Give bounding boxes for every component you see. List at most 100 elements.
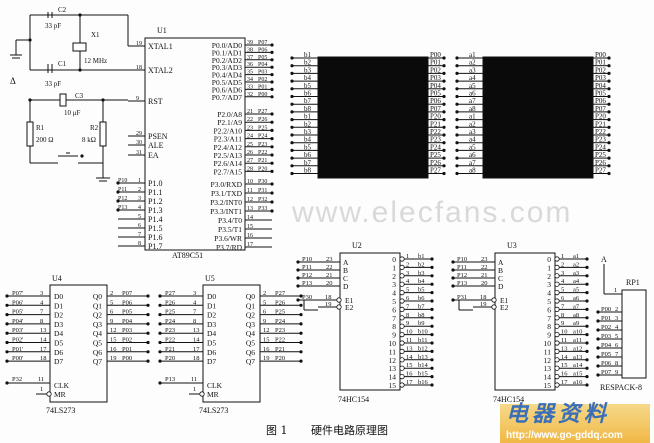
- pin-number: 14: [193, 337, 200, 344]
- r1-value: 200 Ω: [36, 136, 53, 144]
- pin-name: 2: [392, 272, 396, 281]
- logo-text: 电器资料: [506, 402, 611, 427]
- junction-dot: [296, 268, 300, 272]
- net-label: P13: [165, 376, 175, 383]
- junction-dot: [607, 141, 611, 145]
- junction-dot: [607, 164, 611, 168]
- junction-dot: [270, 65, 274, 69]
- junction-dot: [5, 331, 9, 335]
- watermark-diagonal: www.elecfans.com: [292, 196, 573, 229]
- pin-number: 4: [40, 299, 44, 306]
- column-label: P05: [430, 90, 441, 98]
- row-label: b8: [304, 167, 312, 175]
- junction-dot: [607, 79, 611, 83]
- pin-number: 25: [247, 142, 253, 148]
- pin-name: P0.1/AD1: [212, 48, 242, 57]
- pin-name: P3.2/INT0: [210, 198, 242, 207]
- junction-dot: [607, 110, 611, 114]
- column-label: P21: [595, 120, 606, 128]
- pin-name: D2: [207, 311, 216, 320]
- pin-number: 2: [138, 187, 141, 193]
- pin-number: 19: [263, 355, 270, 362]
- pin-name: 1: [392, 263, 396, 272]
- junction-dot: [270, 145, 274, 149]
- row-label: a7: [469, 97, 476, 105]
- watermark-logo: 电器资料 http://www.go-gddq.com: [500, 402, 650, 443]
- pin-name: B: [343, 266, 348, 275]
- junction-dot: [585, 265, 589, 269]
- net-label: P25: [165, 309, 175, 316]
- net-label: b11: [418, 337, 428, 344]
- net-label: P03': [12, 327, 23, 334]
- net-label: P10: [457, 256, 467, 263]
- pin-name: P2.6/A14: [213, 159, 242, 168]
- inversion-bubble: [554, 331, 560, 338]
- pin-number: 22: [247, 117, 253, 123]
- junction-dot: [299, 359, 303, 363]
- junction-dot: [290, 156, 294, 160]
- junction-dot: [607, 56, 611, 60]
- pin-name: P1.7: [148, 242, 162, 251]
- pin-name: 9: [392, 331, 396, 340]
- row-label: a2: [469, 120, 476, 128]
- junction-dot: [585, 341, 589, 345]
- junction-dot: [290, 94, 294, 99]
- junction-dot: [455, 118, 459, 122]
- net-label: a11: [573, 337, 582, 344]
- junction-dot: [430, 291, 434, 295]
- pin-name: 8: [547, 322, 551, 331]
- pin-number: 36: [247, 62, 253, 68]
- junction-dot: [28, 38, 32, 42]
- net-label: b4: [418, 278, 425, 285]
- pin-number: 18: [40, 355, 47, 362]
- column-label: P01: [430, 59, 441, 67]
- net-label: P04: [601, 342, 612, 349]
- row-label: a3: [469, 66, 476, 74]
- figure-number: 图 1: [266, 424, 288, 437]
- pin-number: 7: [406, 303, 410, 310]
- junction-dot: [451, 284, 455, 288]
- pin-number: 9: [136, 96, 139, 102]
- column-label: P02: [430, 66, 441, 74]
- net-label: P00: [258, 92, 267, 98]
- pin-number: 7: [193, 309, 197, 316]
- junction-dot: [290, 64, 294, 68]
- net-label: P04: [258, 62, 267, 68]
- junction-dot: [430, 282, 434, 286]
- pin-name: P3.7/RD: [216, 243, 243, 252]
- junction-dot: [442, 164, 446, 168]
- junction-dot: [290, 56, 294, 60]
- net-label: P10: [118, 178, 127, 184]
- net-label: P02: [601, 324, 611, 331]
- net-label: P06': [12, 299, 23, 306]
- pin-name: D4: [54, 329, 63, 338]
- net-label: a3: [573, 270, 579, 277]
- net-label: P04': [12, 318, 23, 325]
- pin-name: XTAL1: [148, 42, 173, 51]
- net-label: P30: [258, 179, 267, 185]
- pin-name: MR: [207, 390, 219, 399]
- pin-number: 33: [247, 84, 253, 90]
- decoder-body: [339, 252, 401, 391]
- net-label: P02': [12, 337, 23, 344]
- pin-number: 12: [247, 197, 253, 203]
- c1-label: C1: [58, 60, 67, 68]
- pin-number: 8: [406, 312, 409, 319]
- column-label: P20: [430, 113, 441, 121]
- pin-name: P2.2/A10: [213, 126, 242, 135]
- net-label: P07: [258, 40, 267, 46]
- net-label: P05': [12, 309, 23, 316]
- junction-dot: [5, 340, 9, 345]
- pin-number: 2: [615, 306, 618, 313]
- net-label: b15: [418, 371, 428, 378]
- net-label: P03: [258, 70, 267, 76]
- row-label: b3: [304, 66, 312, 74]
- pin-name: D5: [207, 339, 216, 348]
- inversion-bubble: [554, 264, 560, 270]
- pin-number: 10: [561, 329, 568, 336]
- net-label: P23: [258, 142, 267, 148]
- pin-name: Q5: [246, 339, 255, 348]
- junction-dot: [80, 154, 84, 158]
- junction-dot: [585, 316, 589, 320]
- decoder-body: [494, 252, 556, 391]
